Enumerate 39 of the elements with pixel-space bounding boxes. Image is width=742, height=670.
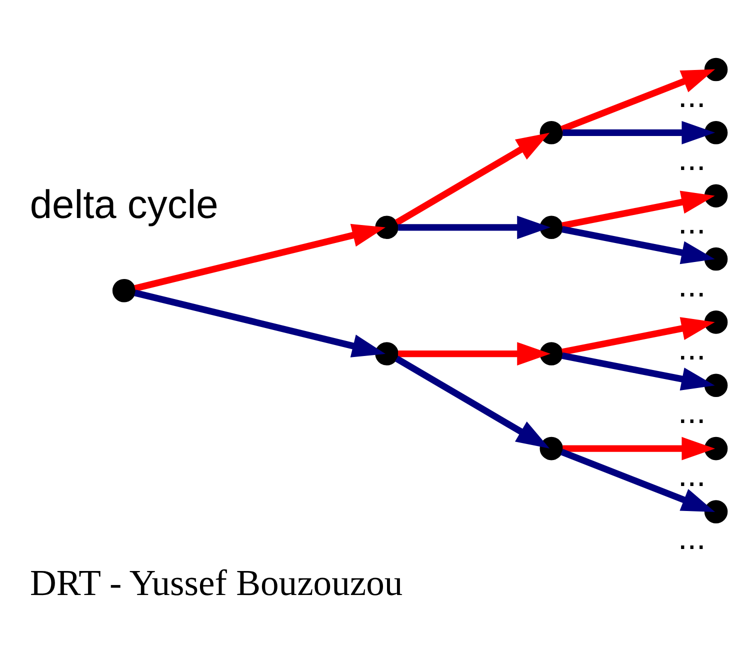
arrow (394, 355, 550, 448)
node-circle (112, 278, 136, 302)
node-circle (704, 373, 728, 397)
node-circle (704, 310, 728, 334)
node-circle (704, 500, 728, 523)
arrow (562, 190, 715, 228)
node-label: ... (678, 204, 706, 241)
arrow (562, 120, 716, 144)
arrow (562, 316, 715, 355)
caption: DRT - Yussef Bouzouzou (30, 562, 403, 603)
arrow (560, 68, 716, 132)
arrow (562, 352, 715, 390)
node-circle (375, 215, 398, 239)
arrow (562, 225, 715, 264)
node-circle (375, 342, 398, 365)
arrow (134, 289, 386, 357)
node-circle (540, 215, 564, 239)
node-label: ... (678, 330, 706, 368)
node-circle (540, 120, 564, 144)
node-label: ... (678, 456, 706, 494)
node-label: ... (678, 393, 706, 430)
node-circle (540, 342, 564, 365)
arrow (394, 132, 550, 225)
node-label: ... (678, 520, 706, 557)
node-circle (540, 436, 564, 460)
node-label: ... (678, 266, 706, 304)
node-circle (704, 436, 728, 460)
node-circle (704, 120, 728, 144)
node-circle (704, 246, 728, 270)
node-label: ... (678, 140, 706, 178)
arrow (560, 448, 716, 512)
node-circle (704, 57, 728, 81)
arrow (134, 223, 386, 292)
node-label: ... (678, 77, 706, 114)
label: delta cycle (30, 182, 218, 226)
node-circle (704, 184, 728, 207)
arrow (398, 342, 550, 365)
arrow (562, 436, 716, 460)
arrow (398, 215, 550, 239)
